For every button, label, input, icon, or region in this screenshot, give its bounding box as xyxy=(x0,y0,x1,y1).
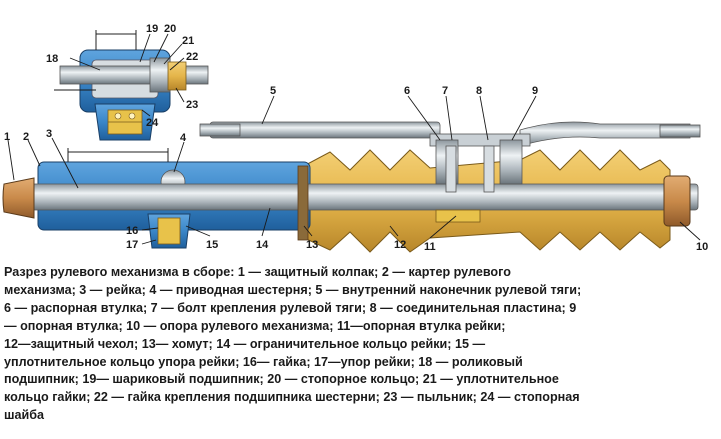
callout-18: 18 xyxy=(46,53,58,65)
callout-8: 8 xyxy=(476,85,482,97)
caption-line: уплотнительное кольцо упора рейки; 16— г… xyxy=(4,354,523,369)
clamp xyxy=(297,165,309,241)
callout-17: 17 xyxy=(126,239,138,251)
pinion-detail xyxy=(59,30,209,141)
rack-stop xyxy=(157,217,181,245)
steering-rack xyxy=(29,183,699,211)
pinion-nut-detail xyxy=(149,57,171,93)
callout-2: 2 xyxy=(23,131,29,143)
callout-12: 12 xyxy=(394,239,406,251)
protective-cap xyxy=(2,177,35,219)
callout-13: 13 xyxy=(306,239,318,251)
steering-mechanism-diagram: 1 2 3 4 5 6 7 8 9 10 11 12 13 14 15 16 1… xyxy=(2,23,708,253)
callout-24: 24 xyxy=(146,117,159,129)
tie-rod-mount xyxy=(429,133,531,223)
callout-11: 11 xyxy=(424,241,436,253)
right-tie-rod-thread xyxy=(659,124,701,138)
mechanism-support xyxy=(663,175,691,227)
callout-6: 6 xyxy=(404,85,410,97)
callout-9: 9 xyxy=(532,85,538,97)
callout-7: 7 xyxy=(442,85,448,97)
caption-line: 6 — распорная втулка; 7 — болт крепления… xyxy=(4,300,577,315)
mount-bolt-left xyxy=(445,145,457,193)
left-tie-rod xyxy=(209,121,441,139)
callout-5: 5 xyxy=(270,85,276,97)
callout-21: 21 xyxy=(182,35,194,47)
right-tie-rod xyxy=(519,121,691,147)
leader-lines xyxy=(7,33,701,245)
callout-3: 3 xyxy=(46,128,52,140)
callout-10: 10 xyxy=(696,241,708,253)
diagram-caption: Разрез рулевого механизма в сборе: 1 — з… xyxy=(4,264,716,425)
callout-4: 4 xyxy=(180,132,187,144)
callout-16: 16 xyxy=(126,225,138,237)
caption-line: — опорная втулка; 10 — опора рулевого ме… xyxy=(4,318,506,333)
caption-line: подшипник; 19— шариковый подшипник; 20 —… xyxy=(4,372,559,387)
rack-support-bush xyxy=(435,209,481,223)
caption-line: Разрез рулевого механизма в сборе: 1 — з… xyxy=(4,265,511,279)
callout-22: 22 xyxy=(186,51,198,63)
caption-line: кольцо гайки; 22 — гайка крепления подши… xyxy=(4,390,580,405)
callout-15: 15 xyxy=(206,239,218,251)
tie-rods xyxy=(199,121,701,147)
left-tie-rod-thread xyxy=(199,123,241,137)
callout-23: 23 xyxy=(186,99,198,111)
callout-1: 1 xyxy=(4,131,10,143)
callout-20: 20 xyxy=(164,23,176,35)
support-sleeve xyxy=(499,139,523,185)
pinion-boot-detail xyxy=(167,61,187,91)
mount-bolt-right xyxy=(483,145,495,193)
caption-line: шайба xyxy=(4,408,45,423)
callout-14: 14 xyxy=(256,239,269,251)
callout-labels: 1 2 3 4 5 6 7 8 9 10 11 12 13 14 15 16 1… xyxy=(4,23,708,253)
callout-19: 19 xyxy=(146,23,158,35)
caption-line: 12—защитный чехол; 13— хомут; 14 — огран… xyxy=(4,336,486,351)
caption-line: механизма; 3 — рейка; 4 — приводная шест… xyxy=(4,282,582,297)
